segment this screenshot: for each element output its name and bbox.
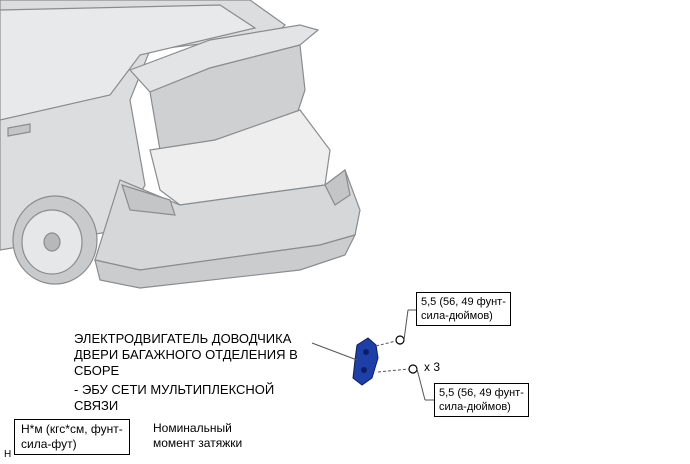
component-name: ЭЛЕКТРОДВИГАТЕЛЬ ДОВОДЧИКА ДВЕРИ БАГАЖНО… (74, 331, 298, 379)
figure-code: H (4, 449, 12, 460)
legend-description: Номинальный момент затяжки (153, 421, 242, 451)
torque-spec-bottom: 5,5 (56, 49 фунт- сила-дюймов) (434, 383, 529, 417)
legend-torque-units: Н*м (кгс*см, фунт- сила-фут) (14, 419, 130, 455)
bolt-bottom-icon (408, 364, 418, 374)
legend-line: сила-фут) (21, 437, 77, 451)
component-name-line: СБОРЕ (74, 363, 120, 378)
torque-spec-line: 5,5 (56, 49 фунт- (421, 296, 506, 308)
quantity-label: x 3 (424, 360, 441, 374)
car-body (0, 0, 361, 289)
component-sub-line: - ЭБУ СЕТИ МУЛЬТИПЛЕКСНОЙ (74, 382, 275, 397)
legend-desc-line: Номинальный (153, 421, 232, 435)
torque-spec-line: 5,5 (56, 49 фунт- (439, 387, 524, 399)
torque-spec-top: 5,5 (56, 49 фунт- сила-дюймов) (416, 292, 511, 326)
legend-desc-line: момент затяжки (153, 436, 243, 450)
torque-spec-line: сила-дюймов) (421, 310, 493, 322)
component-sub-line: СВЯЗИ (74, 398, 119, 413)
torque-spec-line: сила-дюймов) (439, 401, 511, 413)
component-sub: - ЭБУ СЕТИ МУЛЬТИПЛЕКСНОЙ СВЯЗИ (74, 382, 274, 414)
leader-lines (311, 309, 434, 401)
component-name-line: ЭЛЕКТРОДВИГАТЕЛЬ ДОВОДЧИКА (74, 331, 292, 346)
component-name-line: ДВЕРИ БАГАЖНОГО ОТДЕЛЕНИЯ В (74, 347, 298, 362)
legend-line: Н*м (кгс*см, фунт- (21, 422, 123, 436)
bolt-top-icon (395, 335, 405, 345)
closer-motor-part (352, 337, 379, 386)
